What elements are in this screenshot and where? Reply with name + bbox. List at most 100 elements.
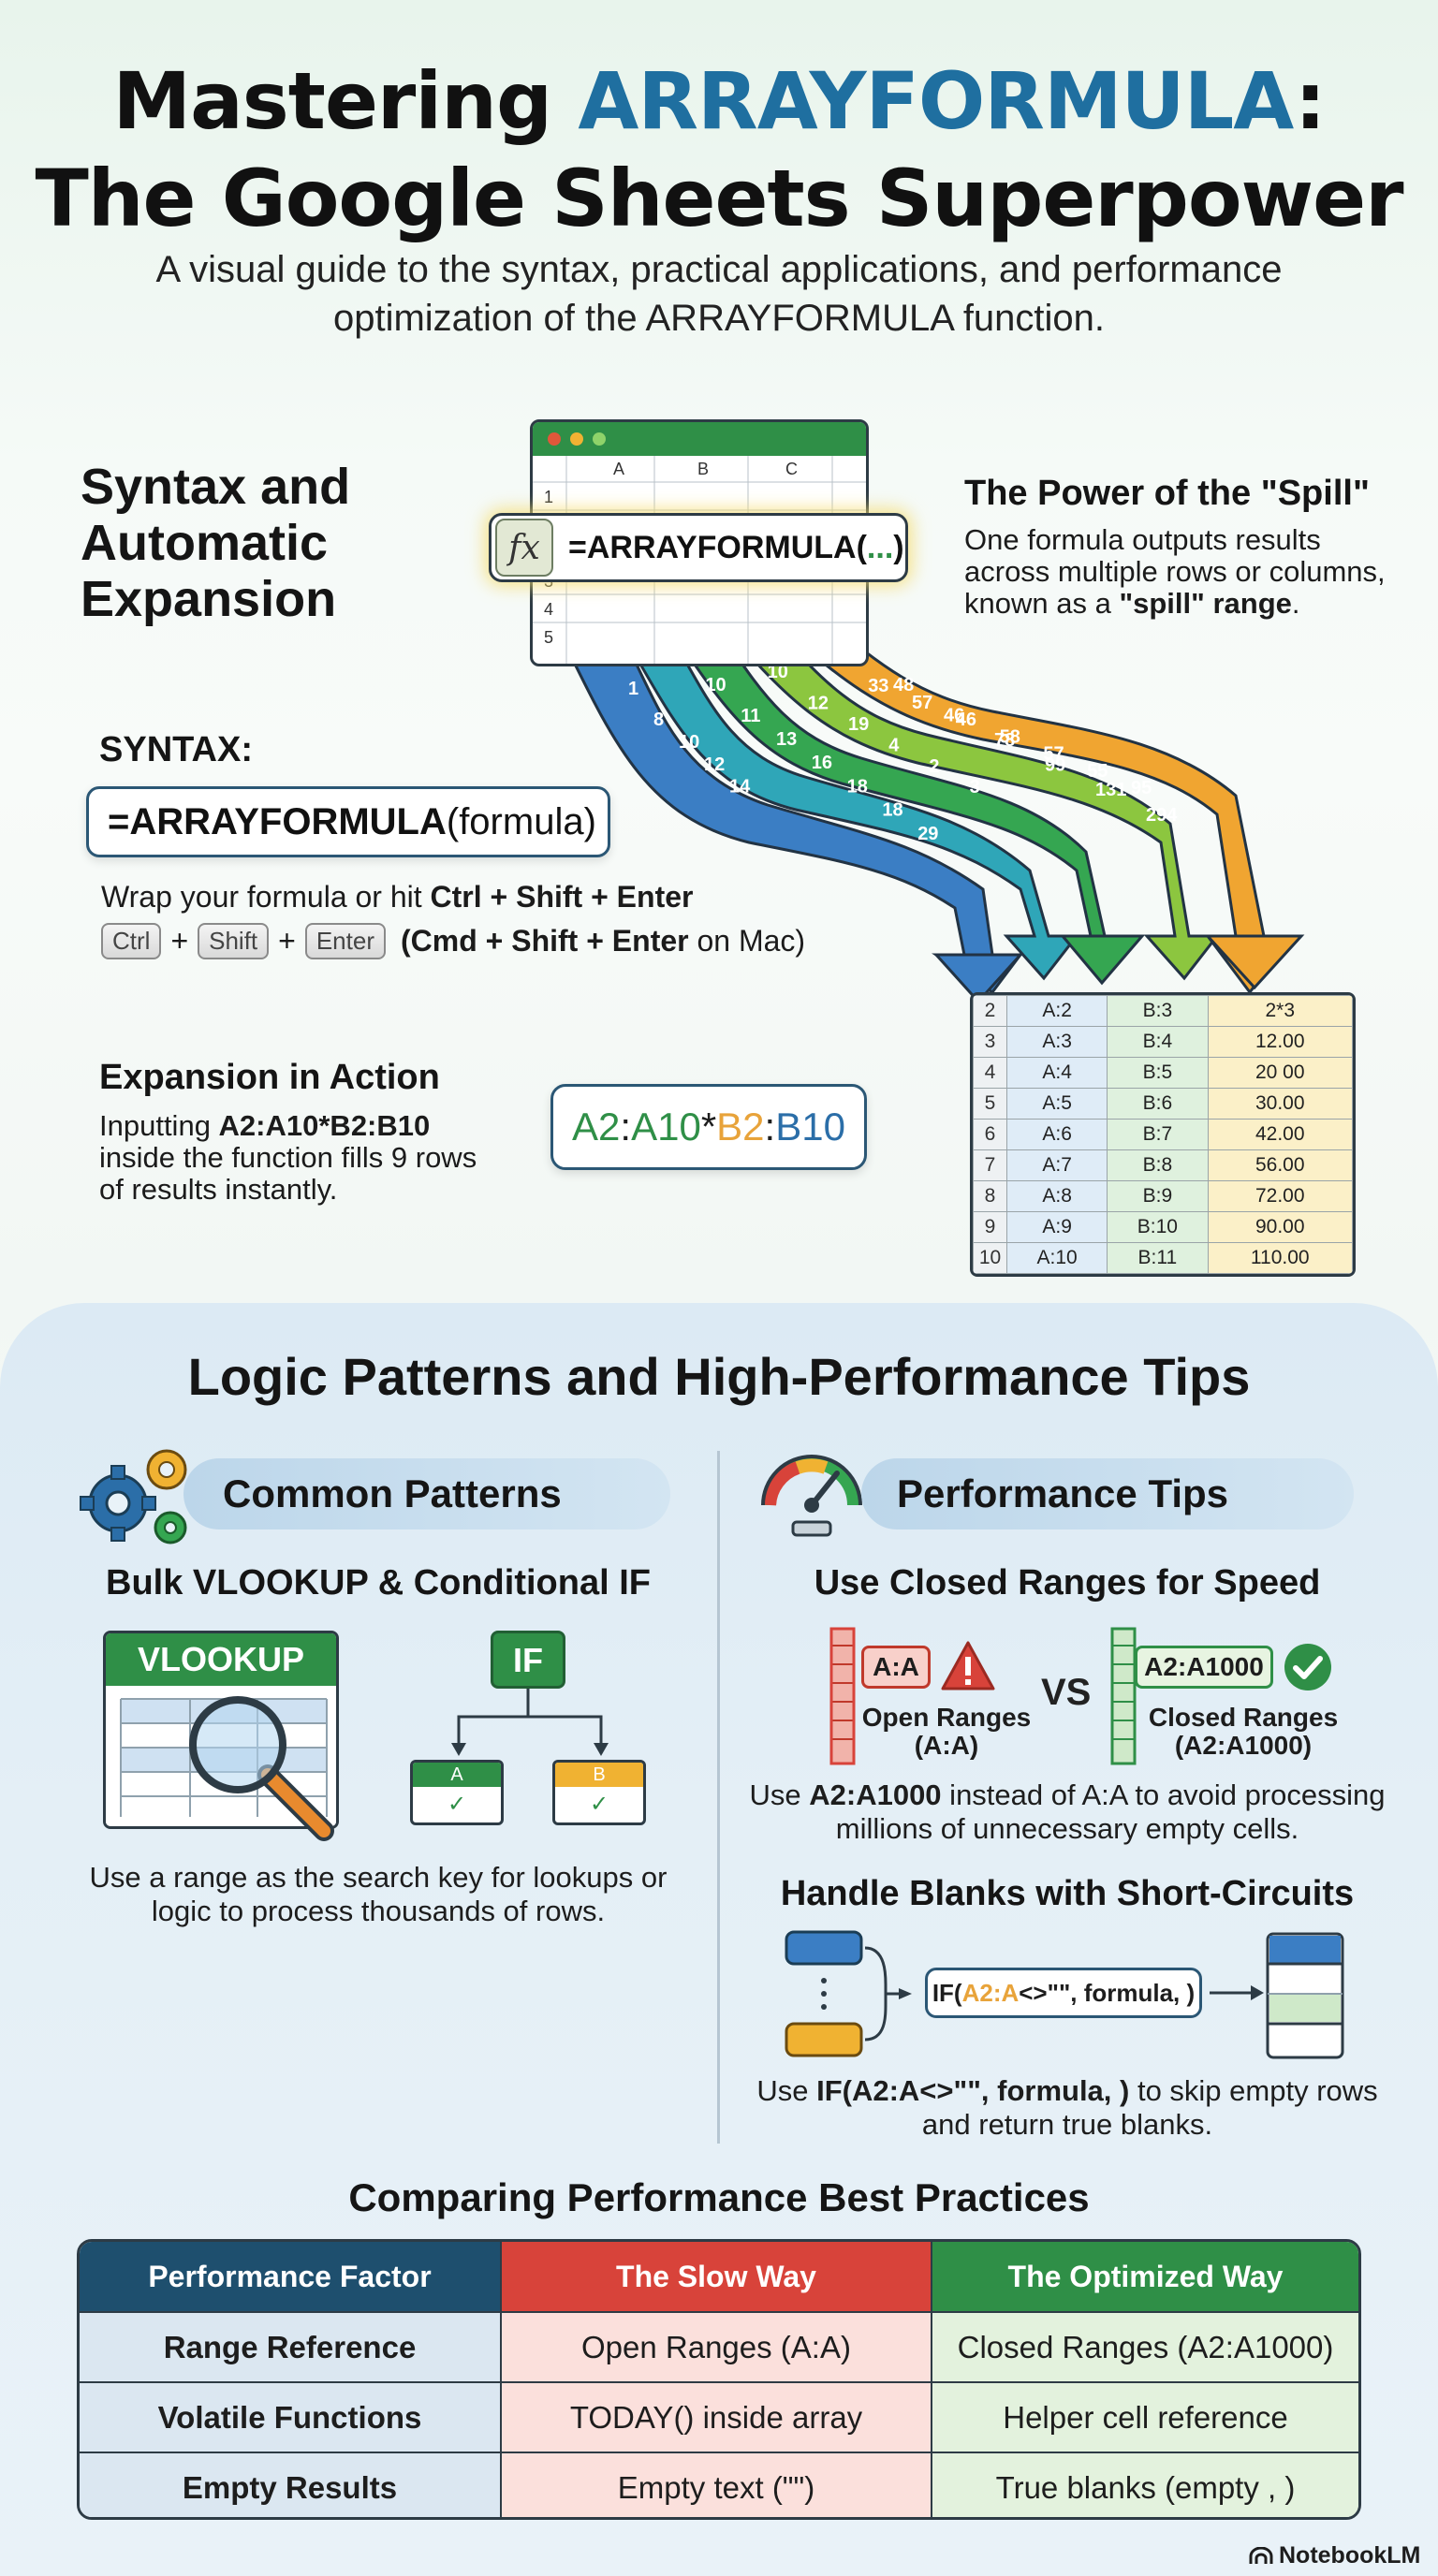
ribbon-number: 33	[868, 676, 888, 696]
wrap-instruction: Wrap your formula or hit Ctrl + Shift + …	[101, 880, 693, 915]
b-cell: B:11	[1107, 1242, 1209, 1274]
branch-a-label: A	[413, 1763, 501, 1787]
column-divider	[717, 1451, 720, 2144]
comparison-grid: Performance Factor The Slow Way The Opti…	[80, 2242, 1358, 2517]
a-cell: A:6	[1005, 1119, 1108, 1150]
a-cell: A:8	[1005, 1180, 1108, 1212]
gears-icon	[80, 1449, 187, 1544]
mac-shortcut-bold: (Cmd + Shift + Enter	[401, 924, 689, 958]
ribbon-number: 10	[768, 662, 788, 682]
slow-cell: TODAY() inside array	[501, 2381, 932, 2452]
page-title: Mastering ARRAYFORMULA: The Google Sheet…	[0, 52, 1438, 247]
wrap-prefix: Wrap your formula or hit	[101, 880, 431, 914]
header-performance-factor: Performance Factor	[80, 2242, 502, 2312]
optimized-cell: True blanks (empty , )	[932, 2452, 1358, 2517]
ribbon-number: 78	[994, 730, 1015, 751]
blanks-desc-rest: to skip empty rows and return true blank…	[921, 2074, 1378, 2141]
close-dot-icon	[548, 432, 561, 446]
a-cell: A:5	[1005, 1088, 1108, 1120]
closed-range-column-icon	[1110, 1627, 1137, 1765]
comparison-title: Comparing Performance Best Practices	[348, 2175, 1090, 2219]
spill-description: One formula outputs results across multi…	[964, 524, 1414, 620]
formula-close: )	[893, 529, 904, 565]
if-connector-lines	[451, 1689, 609, 1756]
closed-ranges-description: Use A2:A1000 instead of A:A to avoid pro…	[740, 1778, 1395, 1846]
ribbon-number: 10	[679, 732, 699, 753]
comparison-table: Performance Factor The Slow Way The Opti…	[77, 2239, 1361, 2520]
row-header-1: 1	[544, 488, 554, 506]
title-line-2: The Google Sheets Superpower	[35, 153, 1403, 244]
arrow-green	[1059, 934, 1146, 986]
subtitle: A visual guide to the syntax, practical …	[155, 249, 1283, 339]
table-row: Volatile Functions TODAY() inside array …	[80, 2381, 1358, 2452]
arrow-blue	[932, 953, 1024, 1002]
ribbon-number: 46	[944, 705, 964, 725]
open-range-chip: A:A	[861, 1646, 931, 1689]
checkmark-circle-icon	[1284, 1644, 1331, 1690]
syntax-function: =ARRAYFORMULA	[108, 801, 447, 842]
ribbon-number: 131	[1095, 780, 1126, 800]
a-cell: A:9	[1005, 1211, 1108, 1243]
table-row: Range Reference Open Ranges (A:A) Closed…	[80, 2311, 1358, 2382]
optimized-cell: Helper cell reference	[932, 2381, 1358, 2452]
ribbon-number: 29	[917, 824, 938, 844]
ribbon-number: 294	[1146, 805, 1178, 826]
range-part: B10	[775, 1105, 845, 1149]
optimized-cell: Closed Ranges (A2:A1000)	[932, 2311, 1358, 2382]
closed-desc-prefix: Use	[749, 1778, 810, 1811]
ribbon-number: 12	[704, 754, 725, 775]
ribbon-number: 10	[705, 675, 726, 695]
result-cell: 90.00	[1207, 1211, 1353, 1243]
row-number-cell: 3	[973, 1026, 1007, 1058]
row-header-4: 4	[544, 600, 554, 619]
a-cell: A:10	[1005, 1242, 1108, 1274]
short-circuit-description: Use IF(A2:A<>"", formula, ) to skip empt…	[740, 2074, 1395, 2142]
sc-range: A2:A	[961, 1979, 1020, 2007]
b-cell: B:3	[1107, 995, 1209, 1027]
spill-title: The Power of the "Spill"	[964, 474, 1370, 513]
arrow-orange	[1204, 934, 1305, 990]
b-cell: B:8	[1107, 1149, 1209, 1181]
sc-prefix: IF(	[932, 1979, 962, 2007]
shift-key: Shift	[198, 923, 270, 959]
if-short-circuit-formula: IF(A2:A<>"", formula, )	[925, 1968, 1202, 2018]
row-number-cell: 10	[973, 1242, 1007, 1274]
closed-ranges-heading: Use Closed Ranges for Speed	[814, 1563, 1321, 1603]
ribbon-number: 1	[628, 679, 638, 699]
ribbon-number: 19	[848, 714, 869, 735]
comparison-header-row: Performance Factor The Slow Way The Opti…	[80, 2242, 1358, 2312]
range-part: *	[700, 1105, 717, 1149]
ribbon-number: 11	[741, 706, 760, 726]
performance-tips-pill: Performance Tips	[861, 1458, 1354, 1530]
spill-text-prefix: One formula outputs results across multi…	[964, 523, 1386, 620]
row-number-cell: 9	[973, 1211, 1007, 1243]
window-titlebar	[533, 422, 866, 456]
vlookup-label: VLOOKUP	[106, 1633, 336, 1686]
speedometer-icon	[761, 1455, 862, 1537]
result-cell: 110.00	[1207, 1242, 1353, 1274]
col-header-c: C	[785, 460, 798, 478]
plus-sign: +	[278, 924, 296, 958]
header-slow-way: The Slow Way	[501, 2242, 932, 2312]
ribbon-number: 57	[912, 693, 932, 713]
formula-bar[interactable]: fx =ARRAYFORMULA(...)	[489, 513, 908, 582]
brand-footer: NotebookLM	[1249, 2542, 1420, 2569]
if-block: IF	[491, 1631, 565, 1689]
closed-range-label: Closed Ranges (A2:A1000)	[1148, 1703, 1339, 1760]
enter-key: Enter	[304, 923, 386, 959]
ribbon-number: 55	[1087, 761, 1108, 782]
bulk-lookup-heading: Bulk VLOOKUP & Conditional IF	[106, 1563, 651, 1603]
a-cell: A:7	[1005, 1149, 1108, 1181]
b-cell: B:7	[1107, 1119, 1209, 1150]
range-part: A2	[572, 1105, 621, 1149]
row-number-cell: 4	[973, 1057, 1007, 1089]
formula-ellipsis: ...	[866, 529, 894, 565]
branch-b-label: B	[555, 1763, 643, 1787]
b-cell: B:10	[1107, 1211, 1209, 1243]
ribbon-number: 95	[1131, 778, 1152, 798]
